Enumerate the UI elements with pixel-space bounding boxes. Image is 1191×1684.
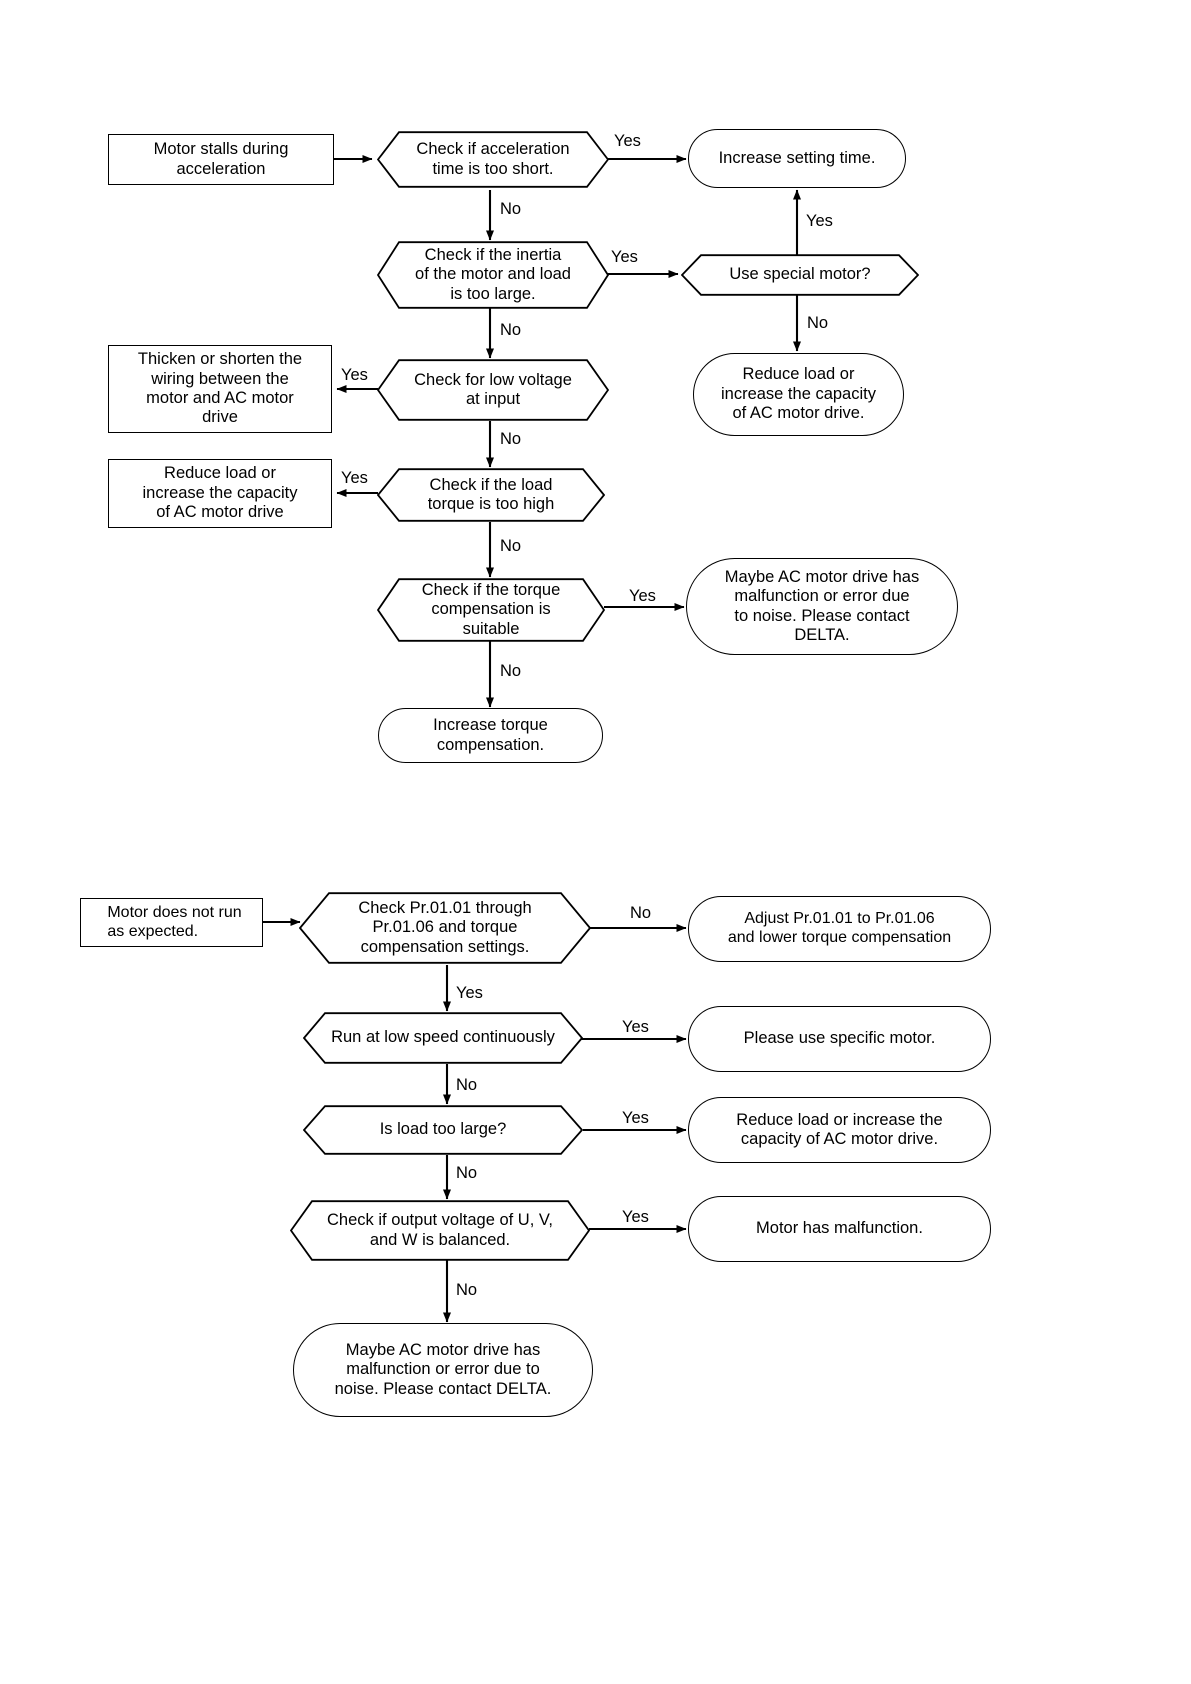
- node-label: Reduce load or increase the capacity of …: [736, 1110, 943, 1148]
- edge-label-d5-no: No: [500, 662, 522, 680]
- node-label: Maybe AC motor drive has malfunction or …: [724, 567, 920, 644]
- node-label: Use special motor?: [729, 265, 871, 284]
- node-maybe-drive-malfunction-1: Maybe AC motor drive has malfunction or …: [686, 558, 958, 655]
- node-reduce-load-capacity-1: Reduce load or increase the capacity of …: [693, 353, 904, 436]
- node-reduce-load-capacity-2: Reduce load or increase the capacity of …: [108, 459, 332, 528]
- node-check-inertia: Check if the inertia of the motor and lo…: [377, 241, 609, 309]
- node-increase-torque-compensation: Increase torque compensation.: [378, 708, 603, 763]
- node-label: Adjust Pr.01.01 to Pr.01.06 and lower to…: [727, 910, 952, 946]
- node-label: Run at low speed continuously: [331, 1028, 555, 1047]
- node-check-load-torque: Check if the load torque is too high: [377, 468, 605, 522]
- edge-label-e4-yes: Yes: [622, 1208, 649, 1226]
- node-thicken-shorten-wiring: Thicken or shorten the wiring between th…: [108, 345, 332, 433]
- edge-label-d4-no: No: [500, 537, 522, 555]
- edge-label-d3-yes: Yes: [341, 366, 368, 384]
- edge-label-d6-no: No: [807, 314, 829, 332]
- node-label: Check if acceleration time is too short.: [416, 140, 570, 178]
- node-label: Thicken or shorten the wiring between th…: [137, 350, 303, 427]
- edge-label-e1-yes: Yes: [456, 984, 483, 1002]
- node-label: Check Pr.01.01 through Pr.01.06 and torq…: [358, 898, 532, 956]
- node-check-torque-compensation: Check if the torque compensation is suit…: [377, 578, 605, 642]
- edge-label-e3-yes: Yes: [622, 1109, 649, 1127]
- edge-label-d5-yes: Yes: [629, 587, 656, 605]
- edge-label-e1-no: No: [630, 904, 652, 922]
- node-motor-stalls-start: Motor stalls during acceleration: [108, 134, 334, 185]
- node-label: Please use specific motor.: [743, 1029, 936, 1048]
- node-motor-has-malfunction: Motor has malfunction.: [688, 1196, 991, 1262]
- node-use-special-motor: Use special motor?: [681, 254, 919, 296]
- node-label: Check if the load torque is too high: [427, 475, 555, 513]
- node-label: Increase setting time.: [718, 148, 876, 167]
- node-label: Reduce load or increase the capacity of …: [142, 464, 298, 522]
- node-adjust-pr0101-lower-torque: Adjust Pr.01.01 to Pr.01.06 and lower to…: [688, 896, 991, 962]
- node-label: Is load too large?: [379, 1120, 507, 1139]
- node-increase-setting-time: Increase setting time.: [688, 129, 906, 188]
- node-run-low-speed-continuously: Run at low speed continuously: [303, 1012, 583, 1064]
- node-label: Increase torque compensation.: [433, 716, 548, 754]
- edge-label-e2-yes: Yes: [622, 1018, 649, 1036]
- node-label: Motor has malfunction.: [756, 1219, 923, 1238]
- edge-label-d1-no: No: [500, 200, 522, 218]
- node-label: Check for low voltage at input: [414, 370, 572, 408]
- edge-label-d1-yes: Yes: [614, 132, 641, 150]
- edge-label-d2-no: No: [500, 321, 522, 339]
- node-label: Maybe AC motor drive has malfunction or …: [334, 1340, 552, 1398]
- node-is-load-too-large: Is load too large?: [303, 1105, 583, 1155]
- node-check-pr0101-settings: Check Pr.01.01 through Pr.01.06 and torq…: [299, 892, 591, 964]
- node-label: Check if the inertia of the motor and lo…: [415, 245, 571, 303]
- node-maybe-drive-malfunction-2: Maybe AC motor drive has malfunction or …: [293, 1323, 593, 1417]
- node-check-acceleration-time: Check if acceleration time is too short.: [377, 131, 609, 188]
- node-label: Motor does not run as expected.: [107, 903, 242, 940]
- node-reduce-load-increase-capacity: Reduce load or increase the capacity of …: [688, 1097, 991, 1163]
- node-label: Motor stalls during acceleration: [153, 140, 289, 178]
- edge-label-d2-yes: Yes: [611, 248, 638, 266]
- node-check-output-voltage-balanced: Check if output voltage of U, V, and W i…: [290, 1200, 590, 1261]
- edge-label-d4-yes: Yes: [341, 469, 368, 487]
- node-please-use-specific-motor: Please use specific motor.: [688, 1006, 991, 1072]
- node-check-low-voltage: Check for low voltage at input: [377, 359, 609, 421]
- node-label: Check if output voltage of U, V, and W i…: [327, 1211, 553, 1249]
- edge-label-e3-no: No: [456, 1164, 478, 1182]
- edge-label-e2-no: No: [456, 1076, 478, 1094]
- edge-label-e4-no: No: [456, 1281, 478, 1299]
- edge-label-d6-yes: Yes: [806, 212, 833, 230]
- node-label: Reduce load or increase the capacity of …: [720, 365, 876, 423]
- edge-label-d3-no: No: [500, 430, 522, 448]
- node-label: Check if the torque compensation is suit…: [421, 580, 561, 638]
- node-motor-not-run-start: Motor does not run as expected.: [80, 898, 263, 947]
